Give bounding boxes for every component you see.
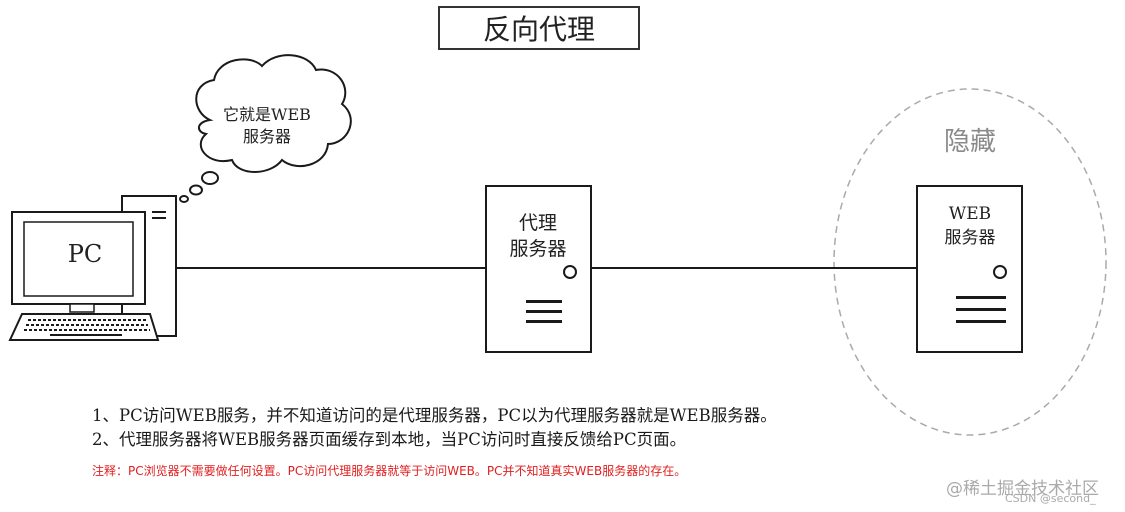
remark-note: 注释：PC浏览器不需要做任何设置。PC访问代理服务器就等于访问WEB。PC并不知… (92, 464, 687, 478)
note-line-2: 2、代理服务器将WEB服务器页面缓存到本地，当PC访问时直接反馈给PC页面。 (92, 430, 687, 449)
explanation-notes: 1、PC访问WEB服务，并不知道访问的是代理服务器，PC以为代理服务器就是WEB… (92, 404, 777, 452)
hidden-zone-label: 隐藏 (943, 127, 996, 157)
proxy-server-line1: 代理 (518, 212, 557, 234)
web-server-line2: 服务器 (944, 228, 996, 248)
watermark-juejin: @稀土掘金技术社区 (946, 479, 1099, 499)
proxy-server-line2: 服务器 (509, 238, 567, 260)
note-line-1: 1、PC访问WEB服务，并不知道访问的是代理服务器，PC以为代理服务器就是WEB… (92, 406, 777, 425)
thought-bubble (179, 54, 352, 203)
pc-keyboard (8, 313, 160, 341)
pc-monitor (11, 211, 146, 313)
proxy-server-box (485, 185, 592, 353)
diagram-title-text: 反向代理 (482, 13, 595, 46)
diagram-title: 反向代理 (438, 6, 640, 50)
pc-label: PC (67, 240, 103, 268)
web-server-line1: WEB (948, 204, 992, 224)
thought-bubble-line1: 它就是WEB (223, 105, 311, 124)
thought-bubble-text: 它就是WEB 服务器 (212, 104, 322, 148)
hidden-zone-ellipse (833, 88, 1107, 436)
thought-bubble-line2: 服务器 (242, 127, 291, 146)
web-server-label: WEB 服务器 (918, 202, 1022, 250)
proxy-server-label: 代理 服务器 (488, 210, 588, 262)
web-server-box (916, 185, 1023, 353)
watermark-csdn: CSDN @second_ (1005, 492, 1096, 505)
